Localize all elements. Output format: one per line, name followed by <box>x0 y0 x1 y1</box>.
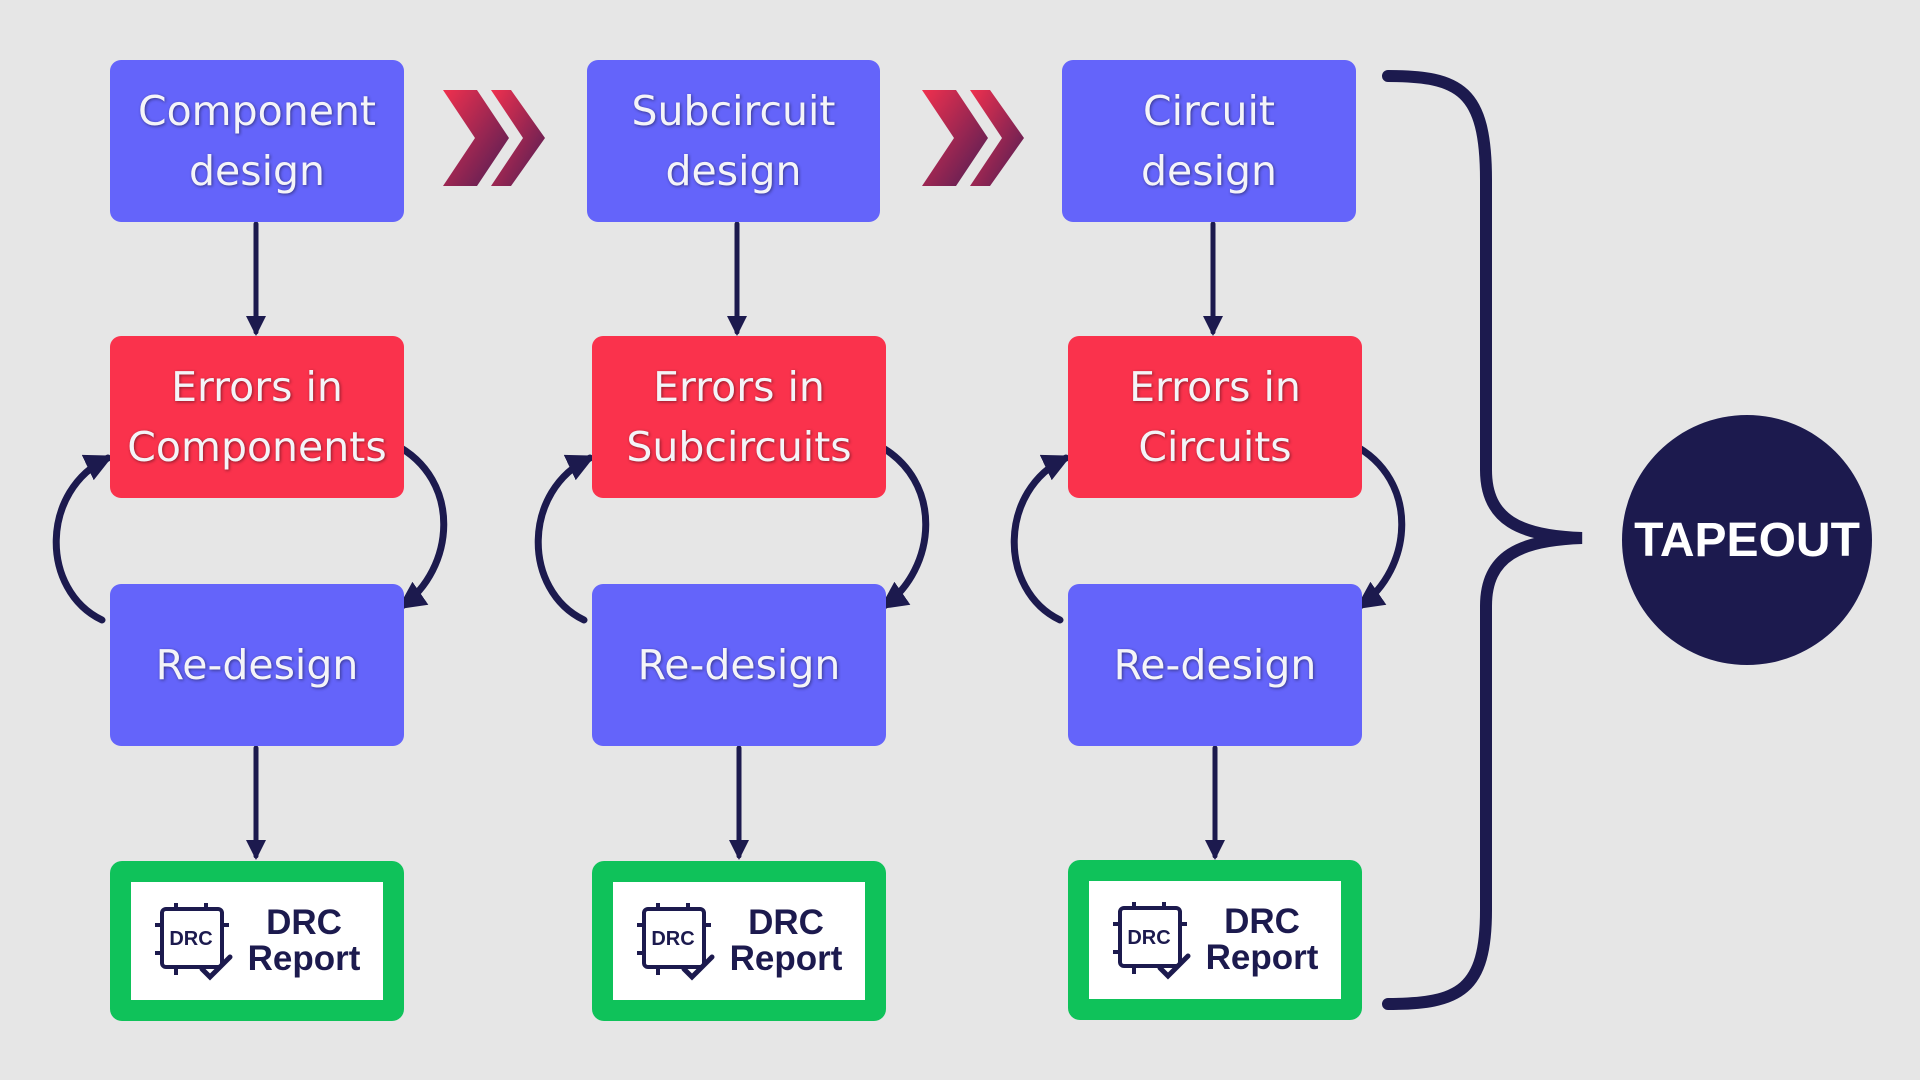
cycle-arrow-errors-to-redesign <box>1348 440 1406 610</box>
redesign-box-circuit-label: Re-design <box>1113 641 1317 689</box>
cycle-arrow-errors-to-redesign <box>390 440 448 610</box>
errors-box-circuits: Errors in Circuits <box>1068 336 1362 498</box>
design-box-subcircuit: Subcircuit design <box>587 60 880 222</box>
design-box-circuit: Circuit design <box>1062 60 1356 222</box>
drc-report-box-circuit: DRC DRC Report <box>1068 860 1362 1020</box>
redesign-box-circuit: Re-design <box>1068 584 1362 746</box>
cycle-arrow-errors-to-redesign <box>872 440 930 610</box>
redesign-box-component-label: Re-design <box>155 641 359 689</box>
errors-box-subcircuits: Errors in Subcircuits <box>592 336 886 498</box>
errors-box-components: Errors in Components <box>110 336 404 498</box>
errors-box-circuits-label: Errors in Circuits <box>1129 363 1301 471</box>
drc-report-label: DRC Report <box>247 903 361 978</box>
cycle-arrow-redesign-to-errors <box>534 454 596 624</box>
drc-report-inner: DRC DRC Report <box>613 882 865 1000</box>
drc-report-inner: DRC DRC Report <box>131 882 383 1000</box>
chip-label: DRC <box>651 928 694 950</box>
drc-report-label: DRC Report <box>1205 902 1319 977</box>
tapeout-circle: TAPEOUT <box>1622 415 1872 665</box>
tapeout-label: TAPEOUT <box>1634 513 1860 567</box>
chip-label: DRC <box>1127 927 1170 949</box>
design-box-component: Component design <box>110 60 404 222</box>
errors-box-components-label: Errors in Components <box>127 363 387 471</box>
redesign-box-component: Re-design <box>110 584 404 746</box>
double-chevron-right-icon <box>443 90 545 186</box>
chip-check-icon: DRC <box>636 903 715 981</box>
drc-report-label: DRC Report <box>729 903 843 978</box>
chip-check-icon: DRC <box>154 903 233 981</box>
drc-report-box-subcircuit: DRC DRC Report <box>592 861 886 1021</box>
curly-brace-icon <box>1382 70 1583 1010</box>
chip-label: DRC <box>169 928 212 950</box>
drc-report-inner: DRC DRC Report <box>1089 881 1341 999</box>
drc-report-box-component: DRC DRC Report <box>110 861 404 1021</box>
chip-check-icon: DRC <box>1112 902 1191 980</box>
errors-box-subcircuits-label: Errors in Subcircuits <box>626 363 852 471</box>
double-chevron-right-icon <box>922 90 1024 186</box>
design-box-component-label: Component design <box>137 87 377 195</box>
redesign-box-subcircuit: Re-design <box>592 584 886 746</box>
cycle-arrow-redesign-to-errors <box>52 454 114 624</box>
design-box-circuit-label: Circuit design <box>1140 87 1277 195</box>
cycle-arrow-redesign-to-errors <box>1010 454 1072 624</box>
redesign-box-subcircuit-label: Re-design <box>637 641 841 689</box>
design-box-subcircuit-label: Subcircuit design <box>631 87 836 195</box>
